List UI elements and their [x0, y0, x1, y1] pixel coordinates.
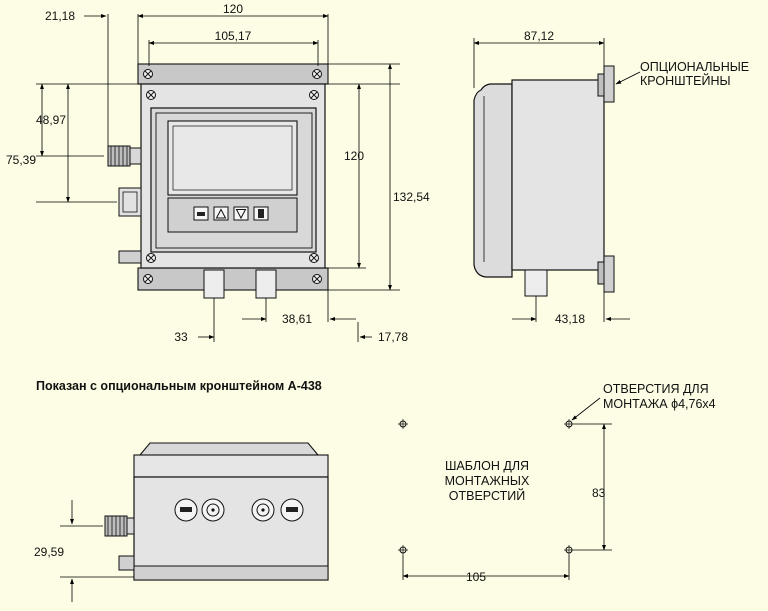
side-gland	[524, 269, 548, 297]
side-view	[473, 65, 615, 297]
side-body	[511, 79, 605, 271]
mounting-template	[398, 397, 612, 580]
down-arrow-icon	[235, 209, 247, 220]
dim-43-18: 43,18	[555, 312, 585, 326]
side-dimensions	[473, 38, 641, 322]
gland-face-icon	[174, 498, 304, 522]
bottom-dimensions	[60, 500, 134, 602]
dim-38-61: 38,61	[282, 312, 312, 326]
bracket-label-1: ОПЦИОНАЛЬНЫЕ	[640, 60, 749, 74]
bracket-bottom	[603, 255, 615, 293]
enter-key-glyph	[258, 209, 264, 218]
dim-48-97: 48,97	[36, 113, 66, 127]
dim-75-39: 75,39	[6, 153, 36, 167]
dim-width-120: 120	[223, 2, 243, 16]
dim-17-78: 17,78	[378, 330, 408, 344]
bottom-view	[104, 442, 329, 581]
dim-132-54: 132,54	[393, 190, 430, 204]
screw-icon	[143, 69, 322, 284]
dim-87-12: 87,12	[524, 29, 554, 43]
dim-33: 33	[174, 330, 188, 344]
dim-29-59: 29,59	[34, 545, 64, 559]
display-inner	[172, 125, 293, 191]
dim-21-18: 21,18	[45, 9, 75, 23]
bracket-top	[603, 65, 615, 103]
dim-83: 83	[592, 486, 606, 500]
template-title-2: МОНТАЖНЫХ	[445, 474, 530, 488]
front-view	[107, 63, 329, 299]
bottom-gland-left	[203, 269, 225, 299]
template-title-1: ШАБЛОН ДЛЯ	[445, 459, 529, 473]
holes-label-1: ОТВЕРСТИЯ ДЛЯ	[603, 382, 709, 396]
bottom-gland-right	[255, 269, 277, 299]
up-arrow-icon	[215, 208, 227, 219]
bottom-cover	[133, 454, 329, 478]
dim-105-17: 105,17	[215, 29, 252, 43]
dim-105: 105	[466, 570, 486, 584]
bottom-flange	[137, 267, 329, 291]
bottom-body	[133, 476, 329, 581]
holes-label-2: МОНТАЖА ϕ4,76x4	[603, 397, 716, 411]
front-dimensions	[36, 14, 400, 342]
bezel-inner-edge	[155, 112, 313, 249]
connector-icon	[107, 145, 142, 167]
side-fitting	[118, 250, 142, 264]
connector-icon	[104, 515, 135, 537]
template-title-3: ОТВЕРСТИЙ	[449, 488, 525, 503]
bottom-cover-top	[138, 442, 320, 456]
caption: Показан с опциональным кронштейном А-438	[36, 379, 322, 393]
display-window	[167, 120, 298, 196]
top-flange	[137, 63, 329, 85]
cable-gland-icon	[118, 187, 142, 217]
keypad-panel	[167, 197, 298, 233]
menu-key-glyph	[197, 212, 205, 216]
bracket-label-2: КРОНШТЕЙНЫ	[640, 73, 731, 88]
dim-height-120: 120	[344, 149, 364, 163]
down-key-icon	[233, 206, 249, 221]
mounting-hole-icon	[398, 419, 574, 555]
side-front-cover	[473, 83, 513, 278]
